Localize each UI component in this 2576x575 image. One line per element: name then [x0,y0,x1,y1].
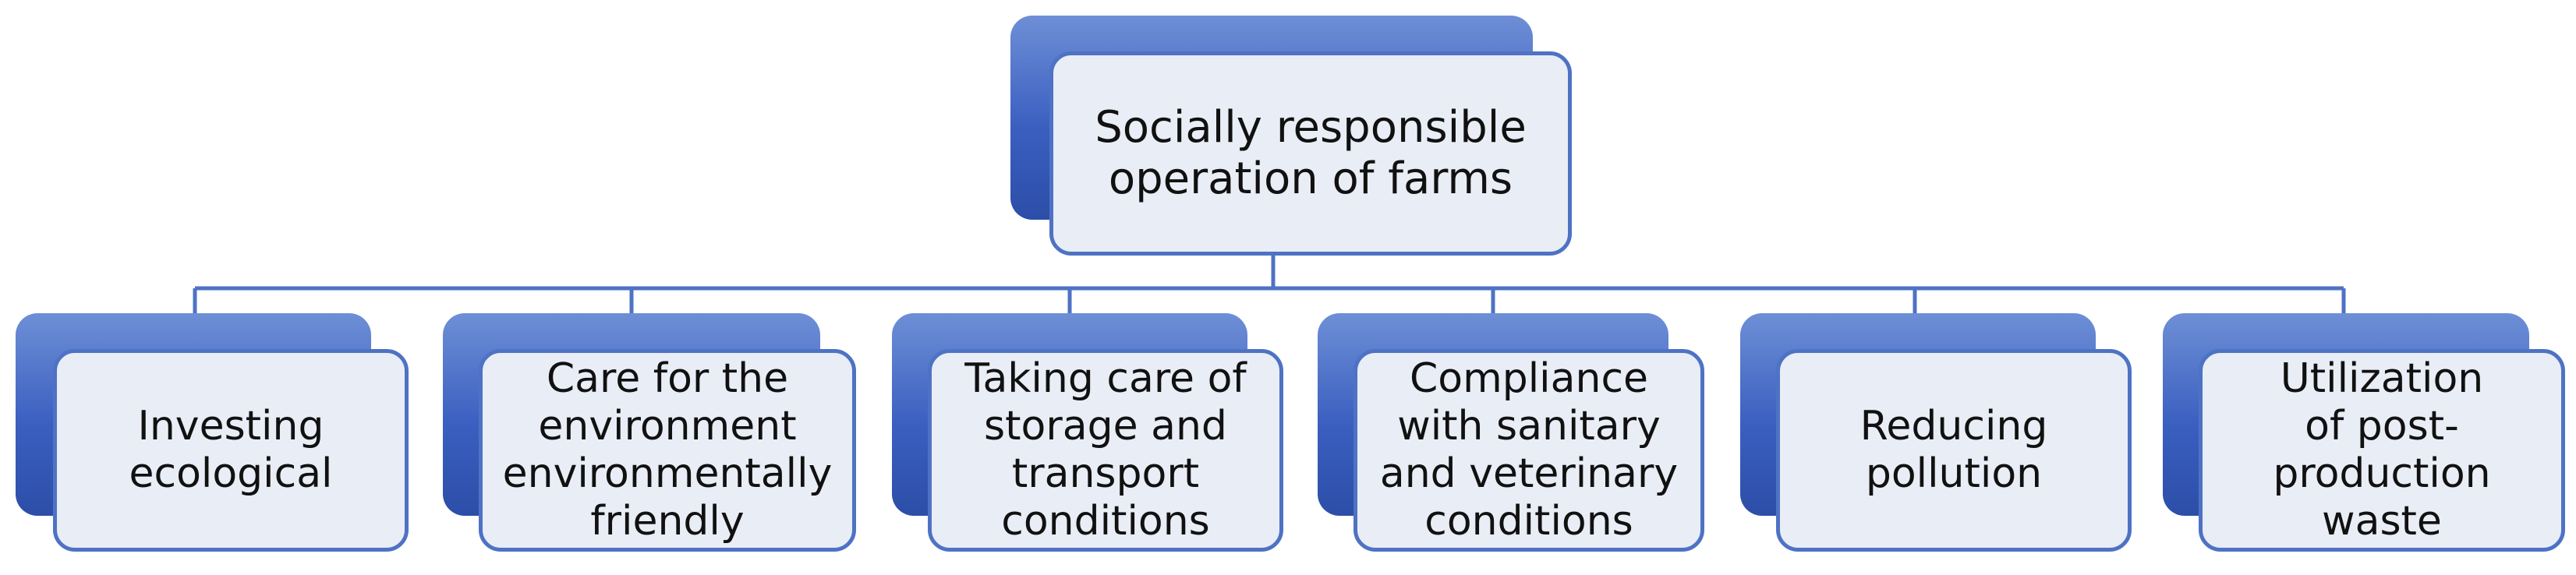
child-node-1-label: Investing ecological [129,403,333,497]
child-node-6-label: Utilization of post- production waste [2273,355,2491,545]
child-node-1-box [53,349,409,552]
child-node-5-box [1776,349,2132,552]
child-node-5-label: Reducing pollution [1859,403,2048,497]
root-node-box [1049,51,1572,256]
root-node-label: Socially responsible operation of farms [1095,102,1527,204]
child-node-6-box [2199,349,2565,552]
child-node-3-box [928,349,1283,552]
child-node-2-label: Care for the environment environmentally… [502,355,833,545]
child-node-4-box [1353,349,1704,552]
child-node-2-box [479,349,856,552]
child-node-4-label: Compliance with sanitary and veterinary … [1379,355,1679,545]
child-node-3-label: Taking care of storage and transport con… [964,355,1247,545]
